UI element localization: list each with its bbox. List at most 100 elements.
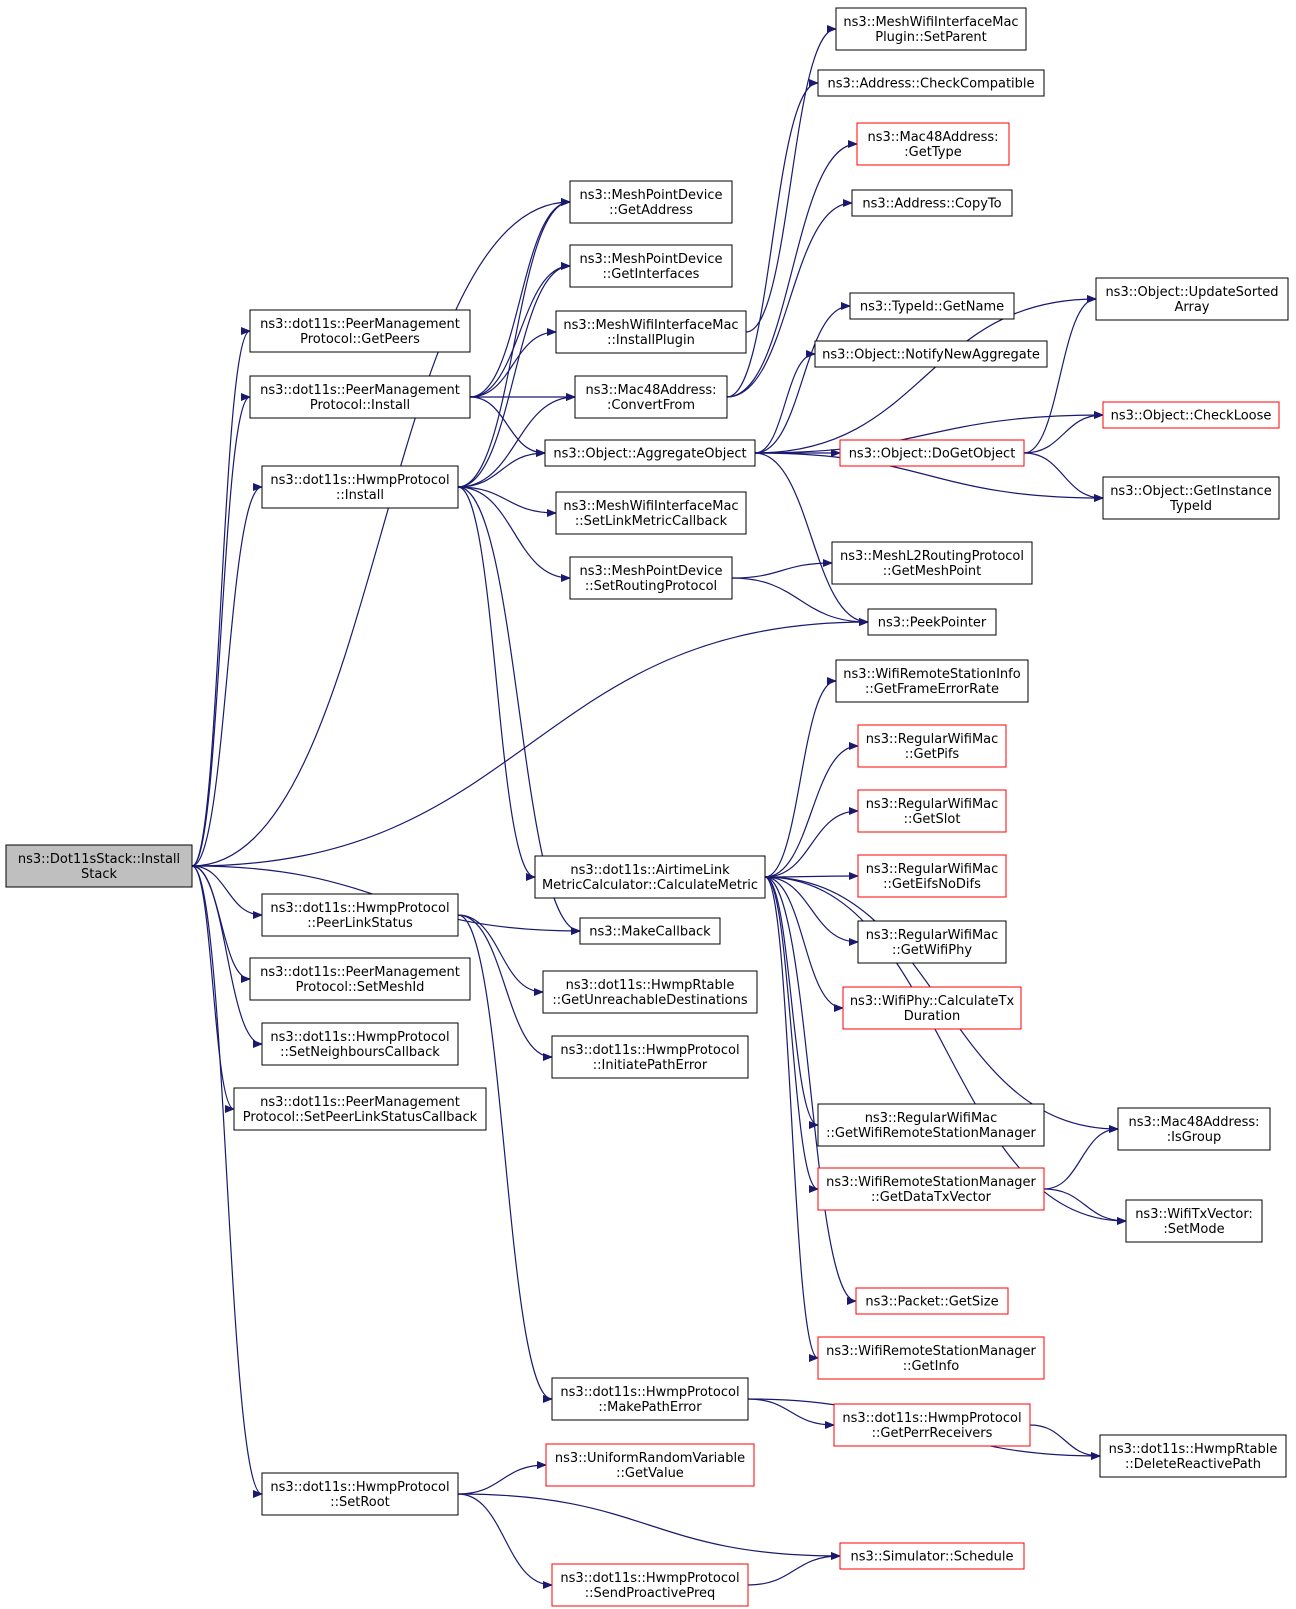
node-label-line: Protocol::SetMeshId — [296, 980, 425, 995]
node-mwimp-setparent[interactable]: ns3::MeshWifiInterfaceMacPlugin::SetPare… — [835, 7, 1027, 51]
node-box — [569, 556, 733, 600]
node-obj-checkloose[interactable]: ns3::Object::CheckLoose — [1102, 401, 1280, 429]
node-mwim-setlinkmetric[interactable]: ns3::MeshWifiInterfaceMac::SetLinkMetric… — [555, 491, 747, 535]
node-addr-copyto[interactable]: ns3::Address::CopyTo — [851, 189, 1013, 217]
node-wifitxvec-setmode[interactable]: ns3::WifiTxVector::SetMode — [1125, 1199, 1263, 1243]
call-edge — [1029, 1424, 1101, 1460]
node-box — [817, 1336, 1045, 1380]
node-rtable-deletereactive[interactable]: ns3::dot11s::HwmpRtable::DeleteReactiveP… — [1099, 1434, 1287, 1478]
node-sim-schedule[interactable]: ns3::Simulator::Schedule — [839, 1542, 1025, 1570]
node-mac48-gettype[interactable]: ns3::Mac48Address::GetType — [856, 122, 1010, 166]
node-packet-getsize[interactable]: ns3::Packet::GetSize — [855, 1287, 1009, 1315]
node-hwmp-peerlinkstatus[interactable]: ns3::dot11s::HwmpProtocol::PeerLinkStatu… — [261, 893, 459, 937]
node-mpd-getinterfaces[interactable]: ns3::MeshPointDevice::GetInterfaces — [569, 244, 733, 288]
node-layer: ns3::Dot11sStack::InstallStackns3::dot11… — [5, 7, 1289, 1607]
node-addr-checkcompat[interactable]: ns3::Address::CheckCompatible — [817, 69, 1045, 97]
node-rwm-getwrsm[interactable]: ns3::RegularWifiMac::GetWifiRemoteStatio… — [817, 1103, 1045, 1147]
node-label-line: ns3::MeshL2RoutingProtocol — [840, 549, 1024, 564]
node-ml2rp-getmeshpoint[interactable]: ns3::MeshL2RoutingProtocol::GetMeshPoint — [831, 541, 1033, 585]
node-box — [817, 1103, 1045, 1147]
node-label-line: ns3::Address::CopyTo — [862, 197, 1001, 212]
node-mac48-convertfrom[interactable]: ns3::Mac48Address::ConvertFrom — [574, 375, 728, 419]
node-rwm-getslot[interactable]: ns3::RegularWifiMac::GetSlot — [857, 789, 1007, 833]
node-label-line: ::GetFrameErrorRate — [865, 682, 999, 697]
node-hwmp-setneighbours[interactable]: ns3::dot11s::HwmpProtocol::SetNeighbours… — [261, 1022, 459, 1066]
node-box — [856, 122, 1010, 166]
node-hwmp-getperr[interactable]: ns3::dot11s::HwmpProtocol::GetPerrReceiv… — [833, 1403, 1031, 1447]
call-edge — [191, 865, 263, 919]
call-edge — [457, 393, 576, 488]
call-edge — [191, 327, 251, 867]
node-label-line: ::Install — [336, 488, 384, 503]
node-label-line: Protocol::Install — [310, 398, 410, 413]
node-label-line: ::GetPifs — [905, 747, 960, 762]
call-edge — [731, 577, 869, 626]
call-edge — [754, 302, 851, 454]
node-hwmp-install[interactable]: ns3::dot11s::HwmpProtocol::Install — [261, 465, 459, 509]
node-box — [1102, 476, 1280, 520]
call-edge — [1043, 1125, 1119, 1190]
node-box — [1102, 401, 1280, 429]
node-label-line: ::GetMeshPoint — [883, 564, 981, 579]
call-edge — [457, 1461, 547, 1495]
call-edge — [1023, 411, 1104, 454]
node-obj-dogetobject[interactable]: ns3::Object::DoGetObject — [839, 439, 1025, 467]
node-hwmp-setroot[interactable]: ns3::dot11s::HwmpProtocol::SetRoot — [261, 1472, 459, 1516]
node-wrsm-getinfo[interactable]: ns3::WifiRemoteStationManager::GetInfo — [817, 1336, 1045, 1380]
node-rwm-getpifs[interactable]: ns3::RegularWifiMac::GetPifs — [857, 724, 1007, 768]
node-wrsi-getframeerr[interactable]: ns3::WifiRemoteStationInfo::GetFrameErro… — [835, 659, 1029, 703]
node-airtime-calc[interactable]: ns3::dot11s::AirtimeLinkMetricCalculator… — [534, 855, 766, 899]
node-label-line: :IsGroup — [1167, 1130, 1222, 1145]
call-edge — [726, 199, 853, 398]
node-box — [551, 1563, 749, 1607]
node-label-line: ns3::dot11s::PeerManagement — [260, 383, 460, 398]
node-box — [544, 439, 756, 467]
node-rwm-getwifiphy[interactable]: ns3::RegularWifiMac::GetWifiPhy — [857, 920, 1007, 964]
call-edge — [191, 865, 263, 1498]
node-rwm-geteifs[interactable]: ns3::RegularWifiMac::GetEifsNoDifs — [857, 854, 1007, 898]
node-label-line: ns3::dot11s::PeerManagement — [260, 1095, 460, 1110]
node-box — [814, 340, 1048, 368]
node-mwim-installplugin[interactable]: ns3::MeshWifiInterfaceMac::InstallPlugin — [555, 310, 747, 354]
node-box — [569, 180, 733, 224]
call-edge — [764, 807, 859, 878]
node-label-line: ns3::MakeCallback — [589, 925, 711, 940]
node-obj-notifynew[interactable]: ns3::Object::NotifyNewAggregate — [814, 340, 1048, 368]
node-urv-getvalue[interactable]: ns3::UniformRandomVariable::GetValue — [545, 1443, 755, 1487]
node-wrsm-getdatatx[interactable]: ns3::WifiRemoteStationManager::GetDataTx… — [817, 1167, 1045, 1211]
node-rtable-getunreach[interactable]: ns3::dot11s::HwmpRtable::GetUnreachableD… — [542, 970, 758, 1014]
node-typeid-getname[interactable]: ns3::TypeId::GetName — [849, 292, 1015, 320]
call-edge — [764, 876, 819, 1362]
node-hwmp-initpatherror[interactable]: ns3::dot11s::HwmpProtocol::InitiatePathE… — [551, 1035, 749, 1079]
call-edge — [1043, 1188, 1127, 1225]
node-label-line: ::GetInfo — [903, 1359, 960, 1374]
node-pmp-setmeshid[interactable]: ns3::dot11s::PeerManagementProtocol::Set… — [249, 957, 471, 1001]
node-box — [831, 541, 1033, 585]
node-label-line: ns3::RegularWifiMac — [866, 928, 999, 943]
node-label-line: ns3::Mac48Address: — [867, 130, 998, 145]
call-edge — [747, 1398, 835, 1429]
node-box — [249, 957, 471, 1001]
node-box — [849, 292, 1015, 320]
node-peekpointer[interactable]: ns3::PeekPointer — [867, 608, 997, 636]
node-mpd-getaddress[interactable]: ns3::MeshPointDevice::GetAddress — [569, 180, 733, 224]
node-box — [261, 893, 459, 937]
node-box — [261, 465, 459, 509]
node-box — [1125, 1199, 1263, 1243]
node-hwmp-sendproactive[interactable]: ns3::dot11s::HwmpProtocol::SendProactive… — [551, 1563, 749, 1607]
node-makecallback[interactable]: ns3::MakeCallback — [579, 917, 721, 945]
node-pmp-setpeerlink[interactable]: ns3::dot11s::PeerManagementProtocol::Set… — [233, 1087, 487, 1131]
node-box — [817, 69, 1045, 97]
node-mac48-isgroup[interactable]: ns3::Mac48Address::IsGroup — [1117, 1107, 1271, 1151]
node-label-line: Duration — [904, 1009, 960, 1024]
node-obj-aggregate[interactable]: ns3::Object::AggregateObject — [544, 439, 756, 467]
node-box — [851, 189, 1013, 217]
node-mpd-setrouting[interactable]: ns3::MeshPointDevice::SetRoutingProtocol — [569, 556, 733, 600]
node-pmp-getpeers[interactable]: ns3::dot11s::PeerManagementProtocol::Get… — [249, 309, 471, 353]
node-label-line: ::GetWifiRemoteStationManager — [826, 1126, 1036, 1141]
node-hwmp-makepatherror[interactable]: ns3::dot11s::HwmpProtocol::MakePathError — [551, 1377, 749, 1421]
node-pmp-install[interactable]: ns3::dot11s::PeerManagementProtocol::Ins… — [249, 375, 471, 419]
